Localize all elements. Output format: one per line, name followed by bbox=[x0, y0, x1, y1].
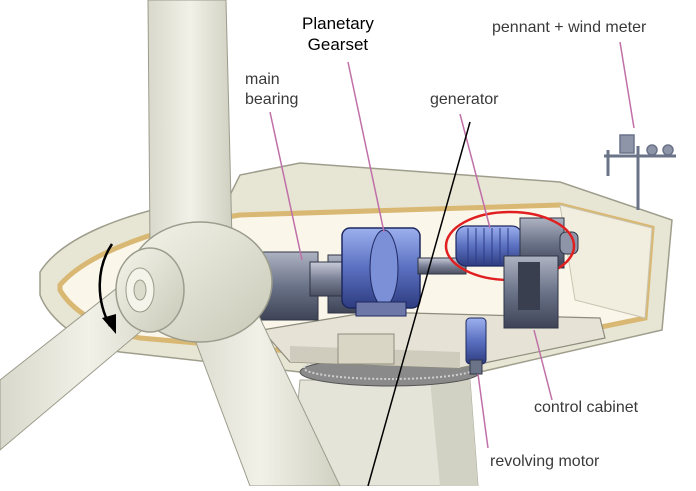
planetary-label-line1: Planetary bbox=[302, 14, 374, 33]
main-bearing-label-line1: main bbox=[245, 71, 280, 88]
pointer-line bbox=[367, 121, 471, 487]
rotor-blade-top bbox=[147, 0, 233, 247]
wind-meter bbox=[604, 134, 676, 210]
gearset-base bbox=[355, 301, 407, 317]
main-bearing-label-line2: bearing bbox=[245, 91, 299, 108]
generator-label: generator bbox=[430, 91, 499, 108]
planetary-label-line2: Gearset bbox=[307, 35, 369, 54]
rotor-hub-nose-inner bbox=[133, 279, 147, 301]
nacelle-interior-wall bbox=[559, 204, 653, 319]
main-bearing-label: main bearing bbox=[245, 70, 298, 110]
generator-shaft-end bbox=[559, 231, 579, 255]
revolving-motor-label: revolving motor bbox=[490, 453, 600, 470]
pennant-wind-meter-label: pennant + wind meter bbox=[492, 19, 647, 36]
rotation-arrow-head bbox=[102, 314, 116, 334]
revolving-motor bbox=[465, 317, 487, 365]
control-cabinet-label: control cabinet bbox=[534, 399, 639, 416]
control-cabinet-slot bbox=[518, 262, 540, 310]
tower-shade bbox=[430, 380, 478, 486]
platform-block bbox=[337, 333, 395, 365]
main-shaft bbox=[309, 261, 343, 297]
gearset-face bbox=[369, 229, 399, 307]
revolving-motor-base bbox=[469, 359, 483, 375]
leader-lines bbox=[269, 41, 635, 449]
planetary-gearset-label: Planetary Gearset bbox=[302, 13, 374, 55]
